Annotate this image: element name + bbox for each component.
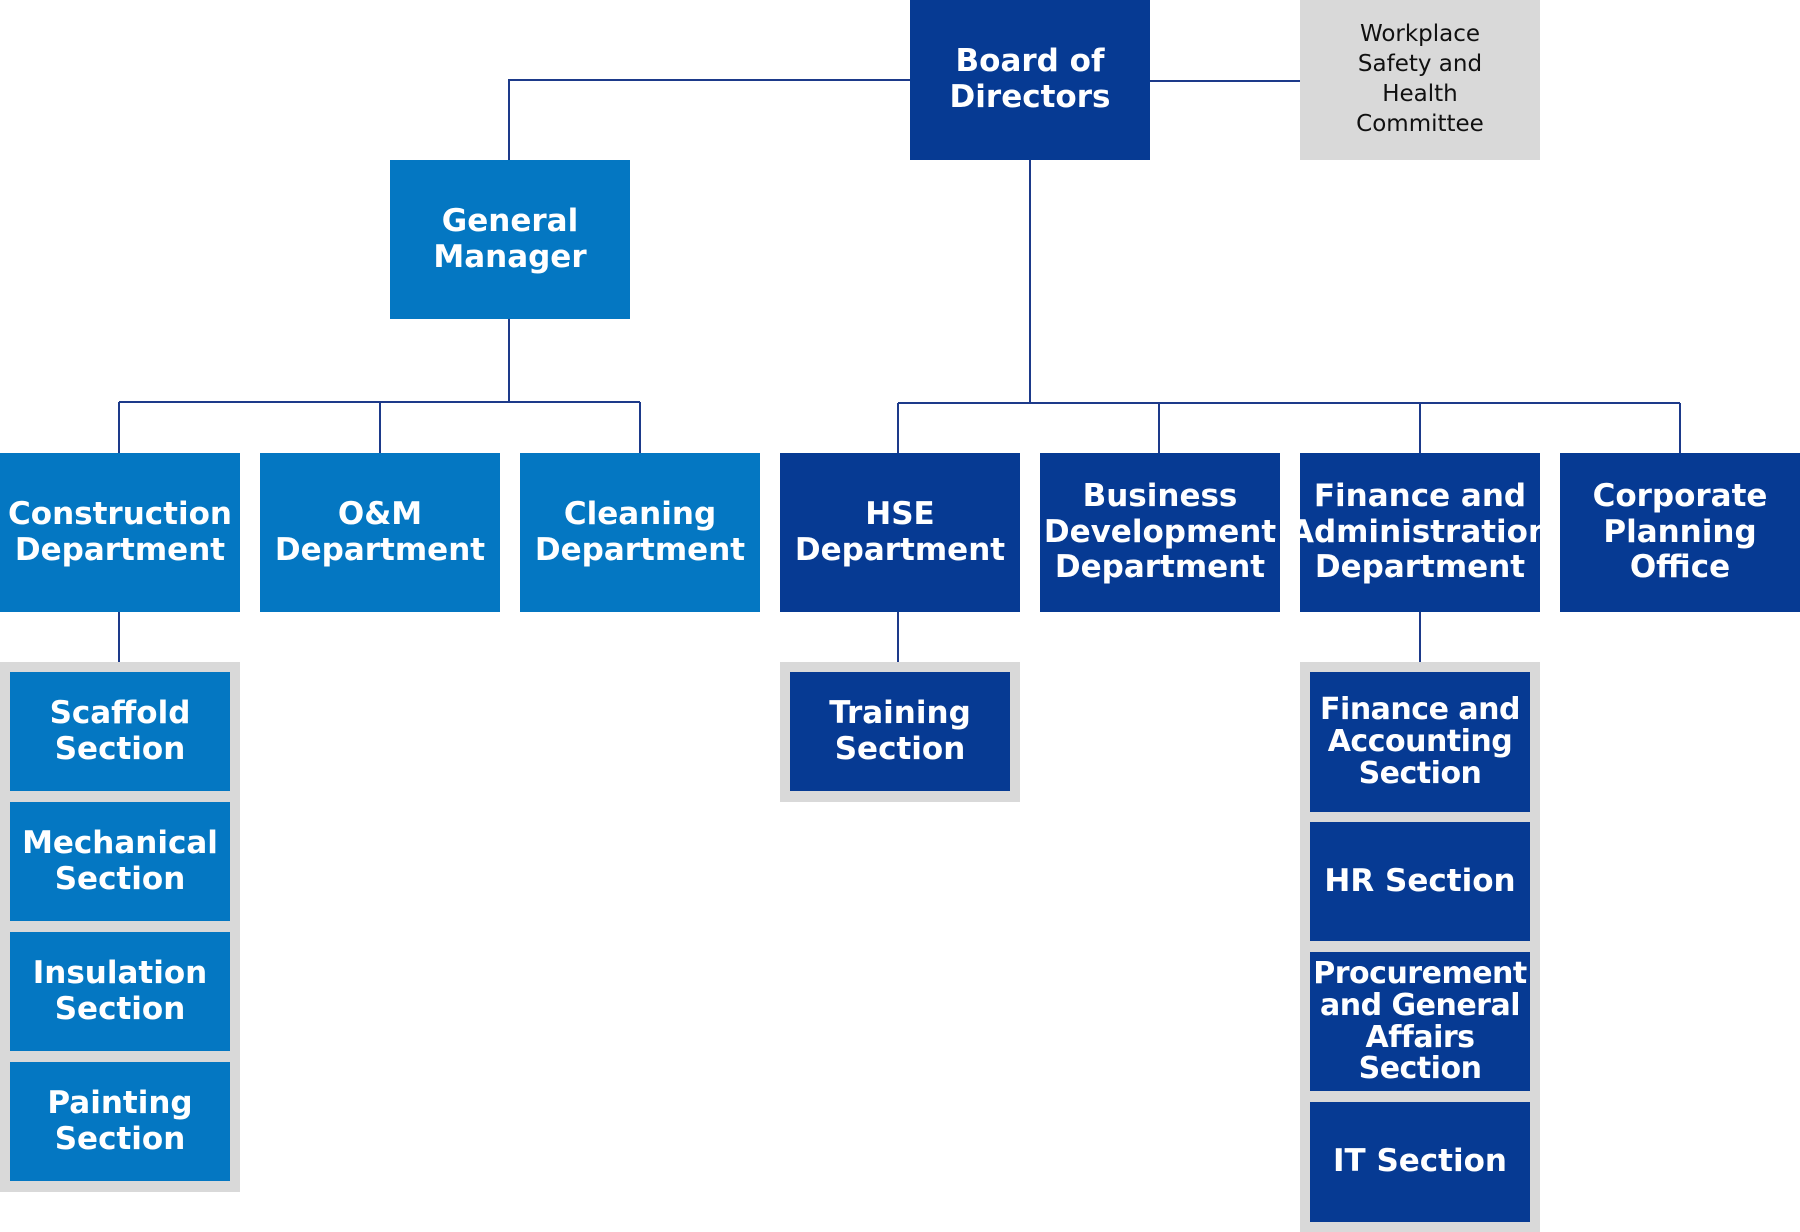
construction-department-box: Construction Department	[0, 453, 240, 612]
painting-section-box: Painting Section	[10, 1062, 230, 1181]
board-of-directors-box: Board of Directors	[910, 0, 1150, 160]
hr-section-box: HR Section	[1310, 822, 1530, 941]
finance-administration-department-box: Finance and Administration Department	[1290, 453, 1550, 612]
procurement-general-affairs-section-box: Procurement and General Affairs Section	[1310, 952, 1530, 1091]
business-development-department-box: Business Development Department	[1040, 453, 1280, 612]
mechanical-section-box: Mechanical Section	[10, 802, 230, 921]
om-department-box: O&M Department	[260, 453, 500, 612]
cleaning-department-box: Cleaning Department	[520, 453, 760, 612]
committee-box: Workplace Safety and Health Committee	[1300, 0, 1540, 160]
insulation-section-box: Insulation Section	[10, 932, 230, 1051]
scaffold-section-box: Scaffold Section	[10, 672, 230, 791]
corporate-planning-office-box: Corporate Planning Office	[1560, 453, 1800, 612]
training-section-box: Training Section	[790, 672, 1010, 791]
hse-department-box: HSE Department	[780, 453, 1020, 612]
connector-board-gm	[508, 79, 910, 160]
finance-accounting-section-box: Finance and Accounting Section	[1310, 672, 1530, 812]
it-section-box: IT Section	[1310, 1102, 1530, 1222]
general-manager-box: General Manager	[390, 160, 630, 319]
